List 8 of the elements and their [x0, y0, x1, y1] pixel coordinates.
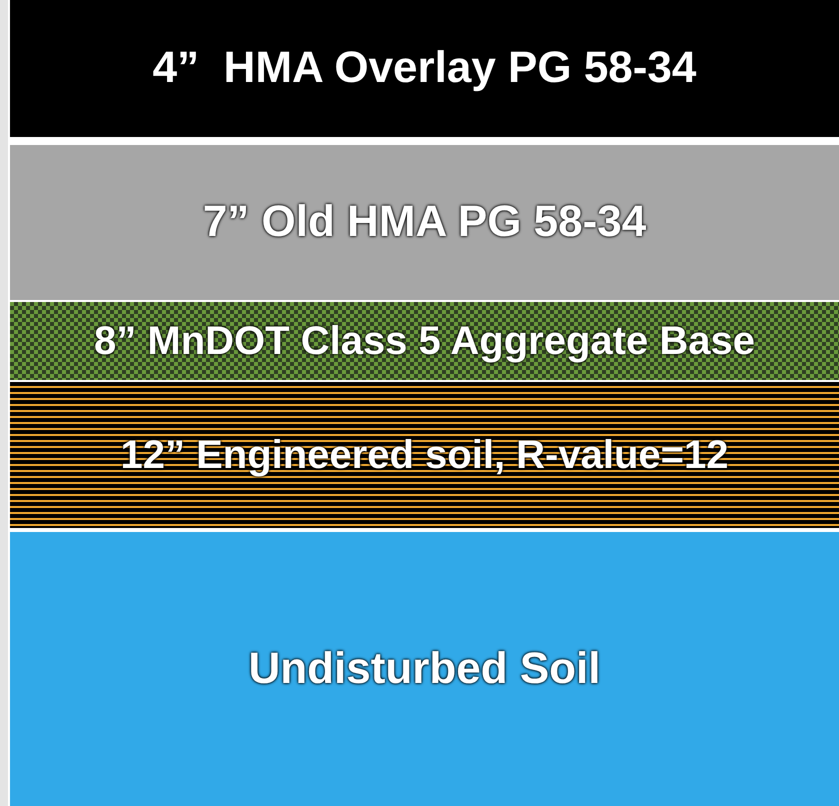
layer-label: 4” HMA Overlay PG 58-34 [152, 44, 696, 93]
layer-label: 8” MnDOT Class 5 Aggregate Base [94, 319, 755, 363]
pavement-layer [10, 145, 839, 300]
pavement-layer [10, 0, 839, 137]
layer-label: Undisturbed Soil [248, 644, 600, 694]
pavement-layer [10, 532, 839, 806]
pavement-layer [10, 302, 839, 380]
layer-label: 7” Old HMA PG 58-34 [202, 198, 646, 247]
